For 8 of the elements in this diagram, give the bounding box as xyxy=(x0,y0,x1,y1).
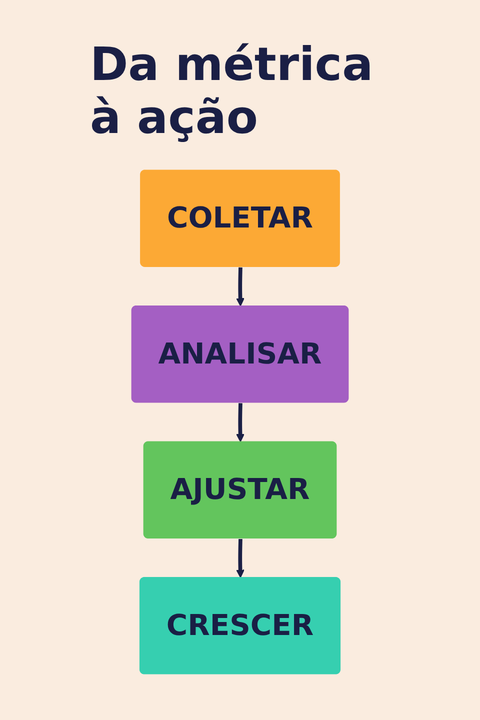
step-box: CRESCER xyxy=(139,576,341,674)
arrow xyxy=(236,538,245,578)
title: Da métrica à ação xyxy=(90,38,374,144)
arrow xyxy=(236,402,245,442)
step-box: ANALISAR xyxy=(131,305,349,403)
step-box: COLETAR xyxy=(140,169,340,267)
arrow xyxy=(236,267,245,306)
step-box: AJUSTAR xyxy=(143,441,337,538)
